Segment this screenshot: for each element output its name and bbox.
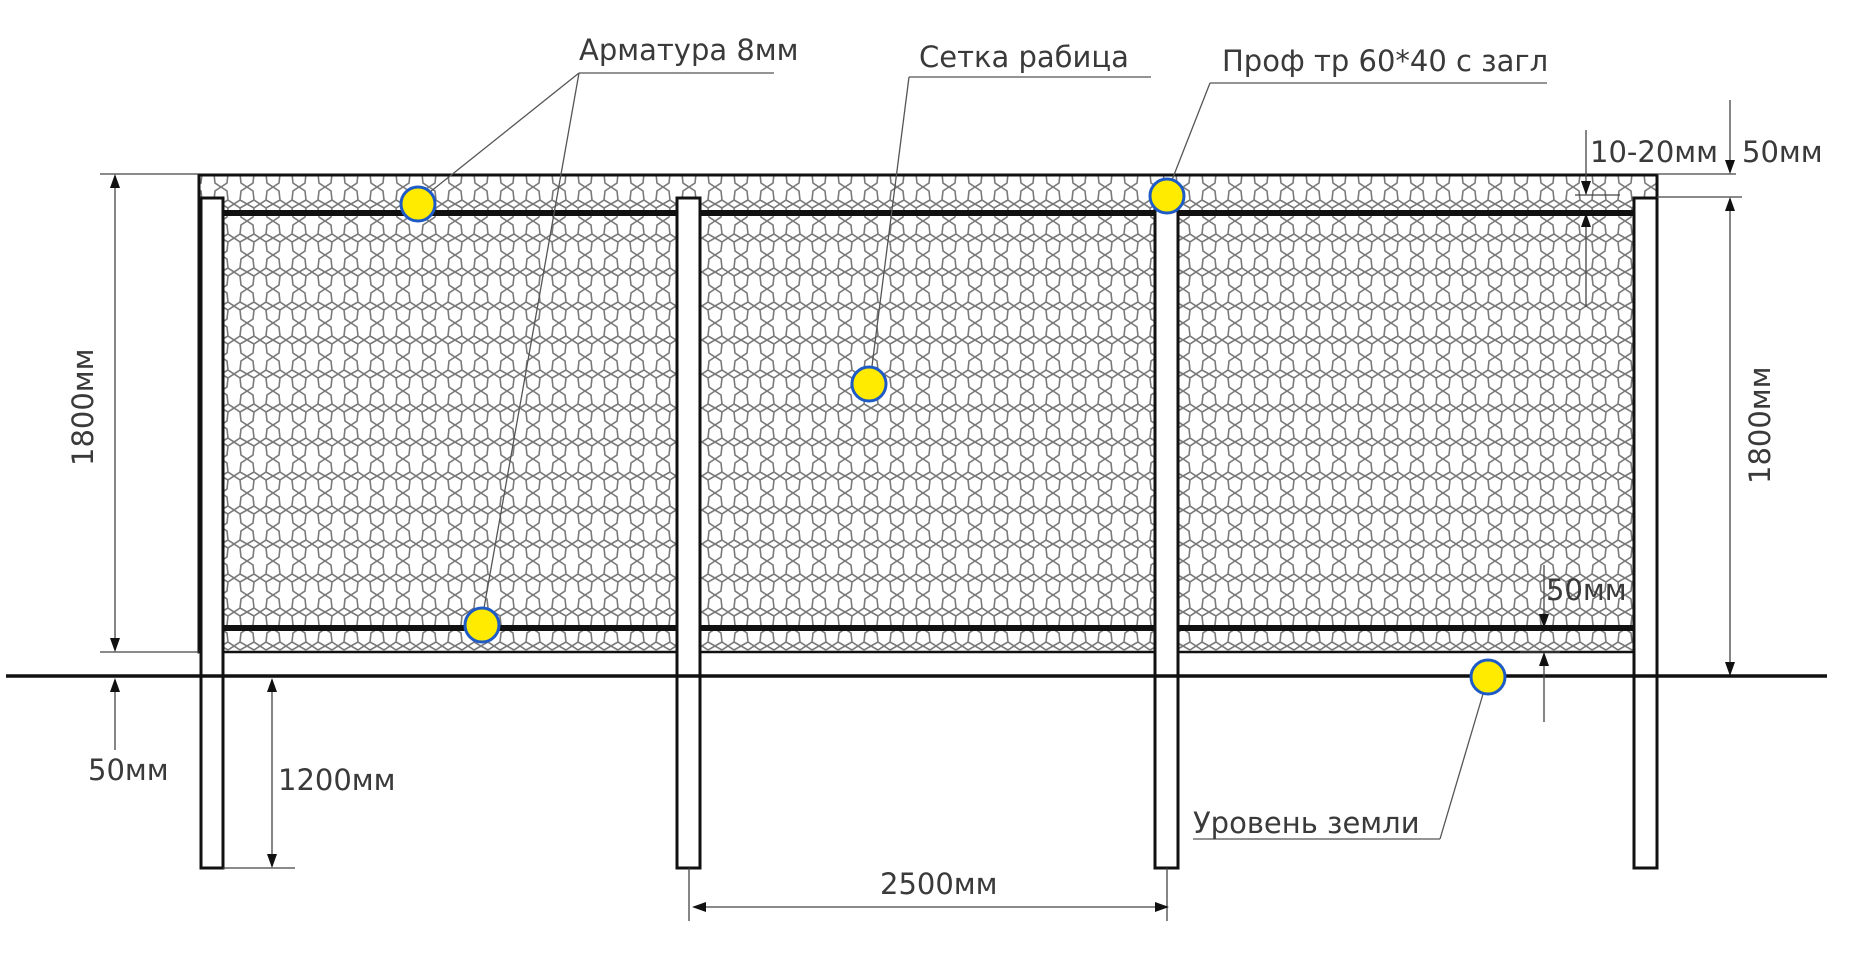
- dimension-arrows: [110, 160, 1735, 912]
- posts: [199, 196, 1659, 870]
- dim-bottom-gap: 50мм: [1546, 573, 1627, 607]
- post: [1153, 196, 1180, 870]
- marker-dot: [463, 606, 501, 644]
- marker-dot: [850, 365, 888, 403]
- dim-post-spacing: 2500мм: [880, 867, 998, 901]
- marker-dot: [1148, 177, 1186, 215]
- dim-below-ground-left: 50мм: [88, 753, 169, 787]
- post: [675, 196, 702, 870]
- dim-top-offset: 50мм: [1742, 135, 1823, 169]
- leader-lines: [429, 72, 1547, 840]
- dimension-lines: [100, 100, 1742, 921]
- chain-link-mesh: [199, 175, 1656, 652]
- dim-post-depth: 1200мм: [278, 763, 396, 797]
- post: [1632, 196, 1659, 870]
- label-profile-pipe: Проф тр 60*40 с загл: [1222, 44, 1548, 78]
- dim-height-left: 1800мм: [66, 348, 100, 466]
- markers: [399, 177, 1507, 696]
- post: [199, 196, 225, 870]
- dim-top-gap: 10-20мм: [1590, 135, 1718, 169]
- dim-height-right: 1800мм: [1743, 366, 1777, 484]
- label-rebar: Арматура 8мм: [579, 33, 799, 67]
- marker-dot: [1469, 658, 1507, 696]
- label-ground-level: Уровень земли: [1193, 806, 1420, 840]
- label-mesh: Сетка рабица: [919, 40, 1129, 74]
- marker-dot: [399, 185, 437, 223]
